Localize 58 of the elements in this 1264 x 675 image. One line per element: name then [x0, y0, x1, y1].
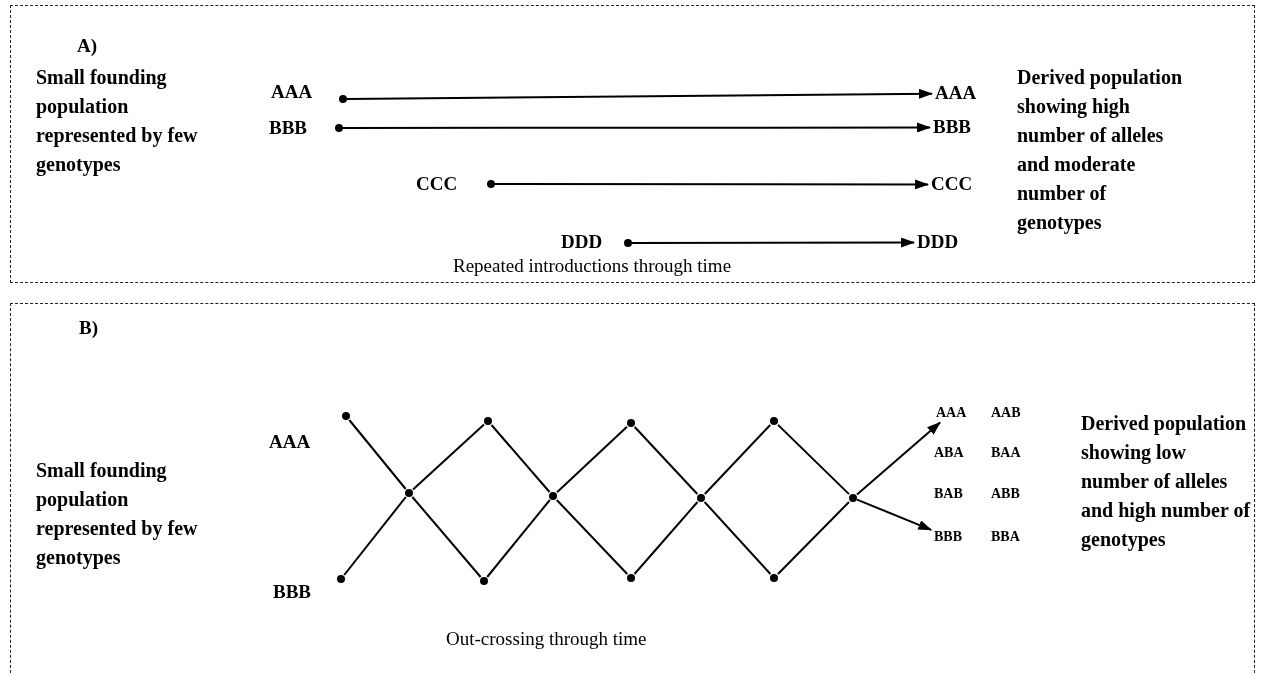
line — [777, 423, 850, 496]
line — [703, 501, 772, 575]
line — [411, 496, 482, 578]
line — [555, 499, 629, 575]
arrow — [342, 122, 931, 133]
panel-heading: A) — [77, 35, 98, 57]
genotype-label: AAB — [991, 405, 1021, 421]
dot-marker — [849, 494, 857, 502]
dot-marker — [697, 494, 705, 502]
genotype-label: CCC — [416, 173, 458, 195]
line — [412, 423, 485, 491]
genotype-label: CCC — [931, 174, 973, 195]
dashed-panel — [10, 5, 1255, 283]
genotype-label: AAA — [935, 83, 977, 104]
description-text: Derived population showing low number of alleles and high number of genotypes — [1081, 411, 1252, 553]
genotype-label: AAA — [271, 81, 313, 103]
genotype-label: BBB — [273, 581, 312, 603]
description-text: Derived population showing high number of alleles and moderate number of genotypes — [1017, 65, 1184, 236]
arrow — [856, 498, 933, 531]
dot-marker — [627, 419, 635, 427]
description-text: Small founding population represented by few genotypes — [36, 458, 199, 571]
line — [486, 499, 551, 578]
genotype-label: BBB — [933, 117, 972, 138]
genotype-label: DDD — [917, 232, 959, 253]
panel-heading: B) — [79, 317, 98, 339]
dot-marker — [480, 577, 488, 585]
caption-text: Out-crossing through time — [446, 628, 647, 650]
line — [633, 426, 699, 495]
genotype-label: BAB — [934, 486, 963, 502]
genotype-label: BAA — [991, 445, 1021, 461]
genotype-label: ABB — [991, 486, 1020, 502]
dot-marker — [770, 417, 778, 425]
line — [343, 496, 407, 576]
dot-marker — [484, 417, 492, 425]
arrow — [494, 179, 929, 190]
arrow — [346, 88, 933, 100]
dashed-panel — [10, 303, 1255, 675]
line — [490, 424, 551, 493]
genotype-label: AAA — [936, 405, 967, 421]
dot-marker — [770, 574, 778, 582]
genotype-label: DDD — [561, 231, 603, 253]
genotype-label: AAA — [269, 431, 311, 453]
genotype-label: BBA — [991, 529, 1020, 545]
genotype-label: BBB — [934, 529, 962, 545]
line — [348, 419, 407, 490]
genotype-label: BBB — [269, 117, 308, 139]
genotype-label: ABA — [934, 445, 964, 461]
line — [703, 424, 772, 495]
dot-marker — [627, 574, 635, 582]
dot-marker — [405, 489, 413, 497]
description-text: Small founding population represented by few genotypes — [36, 65, 199, 178]
arrow — [631, 237, 915, 248]
line — [633, 501, 699, 575]
line — [556, 425, 628, 494]
caption-text: Repeated introductions through time — [453, 255, 732, 277]
dot-marker — [549, 492, 557, 500]
line — [777, 501, 850, 575]
arrow — [856, 421, 942, 496]
